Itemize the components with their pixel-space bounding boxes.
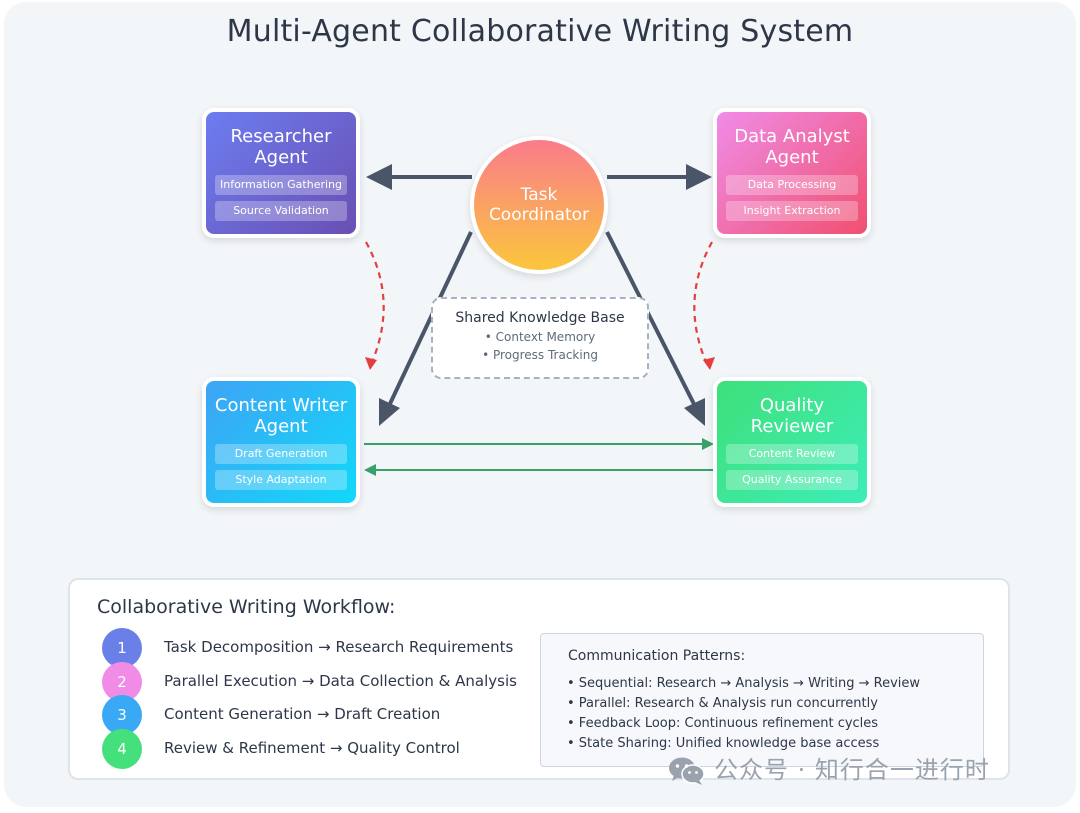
reviewer-name-line2: Reviewer: [750, 416, 834, 437]
writer-tag: Style Adaptation: [215, 470, 347, 490]
watermark: 公众号 · 知行合一进行时: [668, 755, 1048, 785]
researcher-agent-node: Researcher Agent Information Gathering S…: [202, 108, 360, 238]
writer-name-line1: Content Writer: [214, 395, 348, 416]
knowledge-base-item: • Context Memory: [484, 330, 596, 344]
pattern-item: • Sequential: Research → Analysis → Writ…: [567, 676, 921, 691]
arrowhead-researcher: [366, 164, 392, 190]
shared-knowledge-base: Shared Knowledge Base • Context Memory •…: [431, 297, 649, 379]
feedback-arrowhead-right: [702, 438, 714, 450]
wechat-icon: [669, 757, 705, 785]
dashed-analyst-to-reviewer: [693, 241, 713, 363]
step-number-badge: 4: [102, 729, 142, 769]
pattern-item: • Feedback Loop: Continuous refinement c…: [567, 716, 879, 731]
analyst-tag: Data Processing: [726, 175, 858, 195]
coordinator-line1: Task: [520, 185, 558, 205]
arrowhead-analyst: [686, 164, 712, 190]
reviewer-name-line1: Quality: [759, 395, 825, 416]
knowledge-base-title: Shared Knowledge Base: [455, 310, 625, 326]
analyst-name-line2: Agent: [765, 147, 819, 168]
step-text: Content Generation → Draft Creation: [164, 705, 441, 723]
arrowhead-writer: [379, 398, 400, 426]
step-number-badge: 1: [102, 628, 142, 668]
analyst-agent-name: Data Analyst Agent: [717, 126, 867, 168]
coordinator-line2: Coordinator: [488, 205, 590, 225]
workflow-panel: Collaborative Writing Workflow: 1 Task D…: [68, 578, 1010, 780]
step-number-badge: 3: [102, 695, 142, 735]
analyst-tag: Insight Extraction: [726, 201, 858, 221]
arrowhead-reviewer: [684, 398, 705, 426]
pattern-item: • Parallel: Research & Analysis run conc…: [567, 696, 878, 711]
patterns-title: Communication Patterns:: [568, 648, 746, 664]
page-title: Multi-Agent Collaborative Writing System: [226, 14, 854, 49]
watermark-text: 公众号 · 知行合一进行时: [714, 756, 990, 784]
task-coordinator-node: Task Coordinator: [470, 136, 608, 274]
reviewer-tag: Content Review: [726, 444, 858, 464]
pattern-item: • State Sharing: Unified knowledge base …: [567, 736, 880, 751]
writer-agent-name: Content Writer Agent: [206, 395, 356, 437]
researcher-tag: Source Validation: [215, 201, 347, 221]
step-text: Parallel Execution → Data Collection & A…: [164, 672, 517, 690]
quality-reviewer-node: Quality Reviewer Content Review Quality …: [713, 377, 871, 507]
content-writer-agent-node: Content Writer Agent Draft Generation St…: [202, 377, 360, 507]
knowledge-base-item: • Progress Tracking: [482, 348, 598, 362]
dashed-researcher-to-writer: [365, 241, 385, 363]
dashed-arrowhead-left: [365, 357, 377, 370]
data-analyst-agent-node: Data Analyst Agent Data Processing Insig…: [713, 108, 871, 238]
communication-patterns-box: Communication Patterns: • Sequential: Re…: [540, 633, 984, 767]
researcher-tag: Information Gathering: [215, 175, 347, 195]
writer-name-line2: Agent: [254, 416, 308, 437]
analyst-name-line1: Data Analyst: [734, 126, 850, 147]
workflow-title: Collaborative Writing Workflow:: [97, 596, 396, 618]
step-text: Review & Refinement → Quality Control: [164, 739, 460, 757]
patterns-list: • Sequential: Research → Analysis → Writ…: [567, 674, 920, 754]
researcher-agent-name: Researcher Agent: [206, 126, 356, 168]
reviewer-agent-name: Quality Reviewer: [717, 395, 867, 437]
writer-tag: Draft Generation: [215, 444, 347, 464]
arrow-coordinator-to-reviewer: [605, 231, 698, 409]
step-text: Task Decomposition → Research Requiremen…: [164, 638, 514, 656]
feedback-arrowhead-left: [364, 464, 376, 476]
researcher-name-line2: Agent: [254, 147, 308, 168]
arrow-coordinator-to-writer: [386, 231, 473, 409]
reviewer-tag: Quality Assurance: [726, 470, 858, 490]
dashed-arrowhead-right: [703, 357, 715, 370]
researcher-name-line1: Researcher: [230, 126, 332, 147]
